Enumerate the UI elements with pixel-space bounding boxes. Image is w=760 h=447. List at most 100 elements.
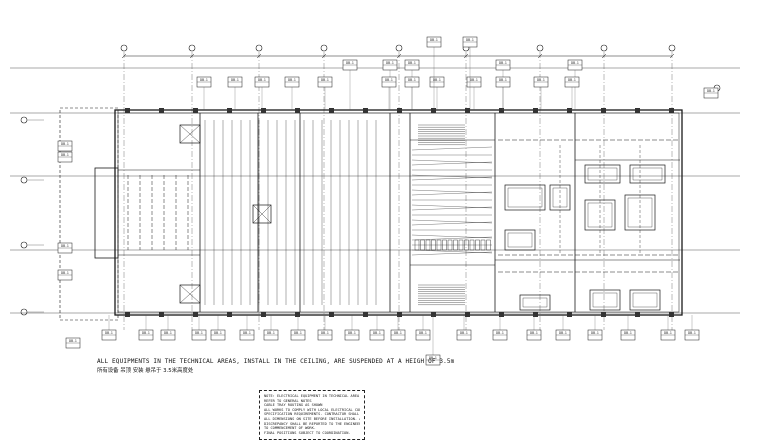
column [499, 108, 504, 113]
grid-bubble [20, 308, 28, 316]
equipment-tag: DB-1 [415, 329, 431, 341]
wiring-line [411, 251, 493, 256]
equipment-block [519, 294, 551, 311]
equipment-block [589, 289, 621, 311]
tag-code: DB-1 [466, 38, 474, 42]
tag-code: DB-1 [294, 331, 302, 335]
equipment-tag: DB-1 [466, 76, 482, 88]
grid-bubble [255, 44, 263, 52]
panel-unit [486, 239, 491, 251]
equipment-inner [632, 167, 663, 181]
tag-code: DB-1 [69, 339, 77, 343]
grid-bubble [536, 44, 544, 52]
equipment-tag: DB-1 [492, 329, 508, 341]
panel-unit [425, 239, 431, 251]
column [635, 108, 640, 113]
panel-unit [447, 239, 453, 251]
tag-code: DB-1 [430, 38, 438, 42]
column [669, 312, 674, 317]
equipment-block [504, 229, 536, 251]
column [193, 312, 198, 317]
dimension-tick [189, 53, 195, 59]
equipment-tag: DB-1 [620, 329, 636, 341]
equipment-tag: DB-1 [381, 76, 397, 88]
column [159, 108, 164, 113]
equipment-tag: DB-1 [344, 329, 360, 341]
column [465, 108, 470, 113]
column [227, 108, 232, 113]
column [533, 108, 538, 113]
tag-code: DB-1 [419, 331, 427, 335]
column [635, 312, 640, 317]
equipment-tag: DB-1 [138, 329, 154, 341]
tag-code: DB-1 [429, 356, 437, 360]
grid-bubble [20, 116, 28, 124]
equipment-tag: DB-1 [495, 59, 511, 71]
dimension-tick [121, 53, 127, 59]
tag-code: DB-1 [530, 331, 538, 335]
panel-unit [475, 239, 480, 251]
equipment-tag: DB-1 [555, 329, 571, 341]
column [329, 312, 334, 317]
tag-code: DB-1 [142, 331, 150, 335]
tag-code: DB-1 [105, 331, 113, 335]
column [397, 108, 402, 113]
panel-unit [436, 239, 442, 251]
equipment-tag: DB-1 [404, 59, 420, 71]
tag-code: DB-1 [200, 78, 208, 82]
general-note-chinese: 所有设备 吊顶 安装 悬吊于 3.5米高度处 [97, 368, 194, 374]
column [295, 312, 300, 317]
equipment-tag: DB-1 [429, 76, 445, 88]
panel-unit [464, 239, 469, 251]
equipment-tag: DB-1 [65, 337, 81, 349]
note-box-line: DISCREPANCY SHALL BE REPORTED TO THE ENG… [264, 421, 360, 426]
equipment-tag: DB-1 [369, 329, 385, 341]
dimension-tick [396, 53, 402, 59]
equipment-inner [507, 187, 543, 208]
equipment-tag: DB-1 [239, 329, 255, 341]
equipment-tag: DB-1 [196, 76, 212, 88]
tag-code: DB-1 [243, 331, 251, 335]
equipment-inner [587, 167, 618, 181]
shaft-cross [179, 124, 201, 144]
equipment-tag: DB-1 [57, 151, 73, 163]
tag-code: DB-1 [348, 331, 356, 335]
equipment-block [629, 289, 661, 311]
equipment-tag: DB-1 [587, 329, 603, 341]
tag-code: DB-1 [499, 78, 507, 82]
equipment-tag: DB-1 [160, 329, 176, 341]
column [397, 312, 402, 317]
tag-code: DB-1 [267, 331, 275, 335]
grid-bubble [20, 176, 28, 184]
equipment-tag: DB-1 [342, 59, 358, 71]
column [125, 108, 130, 113]
grid-bubble [395, 44, 403, 52]
dimension-tick [321, 53, 327, 59]
grid-bubble [188, 44, 196, 52]
tag-code: DB-1 [537, 78, 545, 82]
dimension-tick [669, 53, 675, 59]
equipment-tag: DB-1 [57, 242, 73, 254]
equipment-inner [592, 292, 618, 308]
tag-code: DB-1 [664, 331, 672, 335]
equipment-tag: DB-1 [404, 76, 420, 88]
tag-code: DB-1 [408, 61, 416, 65]
equipment-tag: DB-1 [317, 76, 333, 88]
equipment-tag: DB-1 [495, 76, 511, 88]
tag-code: DB-1 [321, 78, 329, 82]
grid-lines [10, 44, 740, 330]
equipment-tag: DB-1 [227, 76, 243, 88]
dimension-tick [537, 53, 543, 59]
column [567, 108, 572, 113]
tag-code: DB-1 [707, 89, 715, 93]
grid-bubble [668, 44, 676, 52]
tag-code: DB-1 [470, 78, 478, 82]
dimension-tick [256, 53, 262, 59]
tag-code: DB-1 [559, 331, 567, 335]
equipment-tag: DB-1 [101, 329, 117, 341]
equipment-tag: DB-1 [684, 329, 700, 341]
equipment-tag: DB-1 [426, 36, 442, 48]
building-outline [59, 107, 683, 321]
column [567, 312, 572, 317]
